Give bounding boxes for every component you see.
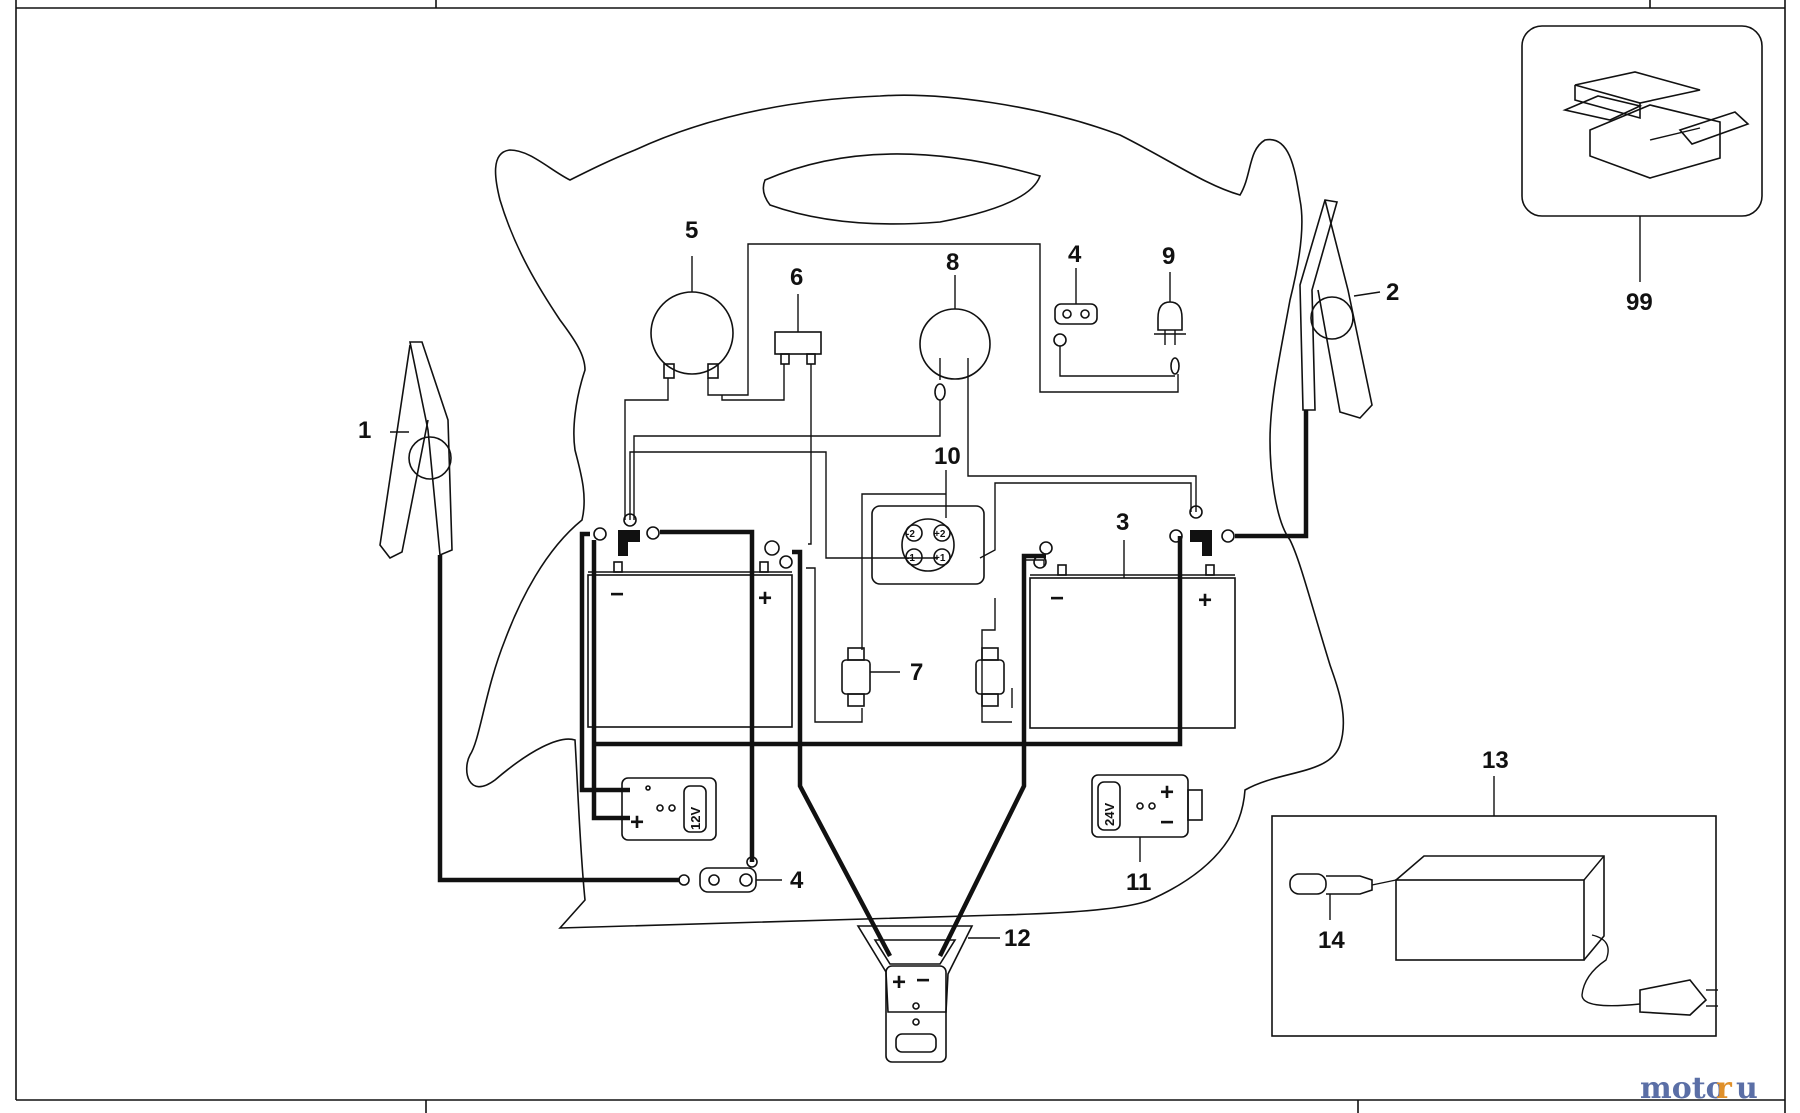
switch-10: -2 +2 -1 +1 <box>871 470 985 585</box>
callout-99: 99 <box>1626 289 1653 316</box>
callout-10: 10 <box>934 443 961 470</box>
svg-text:−: − <box>1160 809 1174 836</box>
terminal-minus-1: -1 <box>906 553 915 564</box>
car-plug-14 <box>1289 873 1397 920</box>
gauge-8 <box>919 275 991 401</box>
svg-text:+: + <box>892 969 906 996</box>
terminal-minus-2: -2 <box>906 529 915 540</box>
callout-3: 3 <box>1116 509 1129 536</box>
housing-outline <box>465 94 1345 929</box>
connector-6 <box>774 294 822 365</box>
svg-text:+: + <box>1198 587 1212 614</box>
outlet-12: + − <box>856 925 1000 1063</box>
thin-wiring <box>624 243 1197 723</box>
svg-text:u: u <box>1736 1071 1758 1106</box>
watermark-logo: moto r u <box>1640 1071 1758 1106</box>
callout-8: 8 <box>946 249 959 276</box>
svg-text:−: − <box>610 581 624 608</box>
callout-4-bottom: 4 <box>790 867 804 894</box>
gauge-5 <box>650 256 734 379</box>
module-24v-label: 24V <box>1102 803 1117 826</box>
callout-2: 2 <box>1386 279 1399 306</box>
charger-13 <box>1271 776 1718 1037</box>
svg-text:+: + <box>758 585 772 612</box>
svg-text:−: − <box>1050 585 1064 612</box>
page-frame <box>15 0 1786 1113</box>
terminal-plus-2: +2 <box>934 529 946 540</box>
lamp-9 <box>1154 272 1186 375</box>
toolbox-99 <box>1521 25 1763 282</box>
svg-text:+: + <box>630 809 644 836</box>
callout-11: 11 <box>1126 869 1151 896</box>
clamp-2 <box>1299 199 1381 419</box>
callout-4-top: 4 <box>1068 241 1082 268</box>
terminal-lugs <box>593 505 1235 569</box>
svg-text:+: + <box>1160 779 1174 806</box>
module-12v: 12V + <box>621 777 717 841</box>
module-12v-label: 12V <box>688 807 703 830</box>
handle-opening <box>762 153 1042 225</box>
callout-1: 1 <box>358 417 371 444</box>
clamp-1 <box>379 341 453 560</box>
callout-6: 6 <box>790 264 803 291</box>
module-24v: 24V + − <box>1091 774 1203 862</box>
battery-12v: − + <box>587 561 793 728</box>
svg-text:r: r <box>1716 1071 1733 1106</box>
callout-7: 7 <box>910 659 923 686</box>
battery-24v: − + <box>1029 540 1236 729</box>
svg-text:−: − <box>916 967 930 994</box>
callout-9: 9 <box>1162 243 1175 270</box>
svg-text:moto: moto <box>1640 1071 1726 1106</box>
callout-12: 12 <box>1004 925 1031 952</box>
callout-14: 14 <box>1318 927 1345 954</box>
thick-cables <box>437 410 1309 958</box>
callout-13: 13 <box>1482 747 1509 774</box>
callout-5: 5 <box>685 217 698 244</box>
fuse-4-top <box>1053 268 1098 347</box>
terminal-plus-1: +1 <box>934 553 946 564</box>
fuse-4-bottom <box>678 856 782 893</box>
fan-7 <box>841 647 1005 707</box>
